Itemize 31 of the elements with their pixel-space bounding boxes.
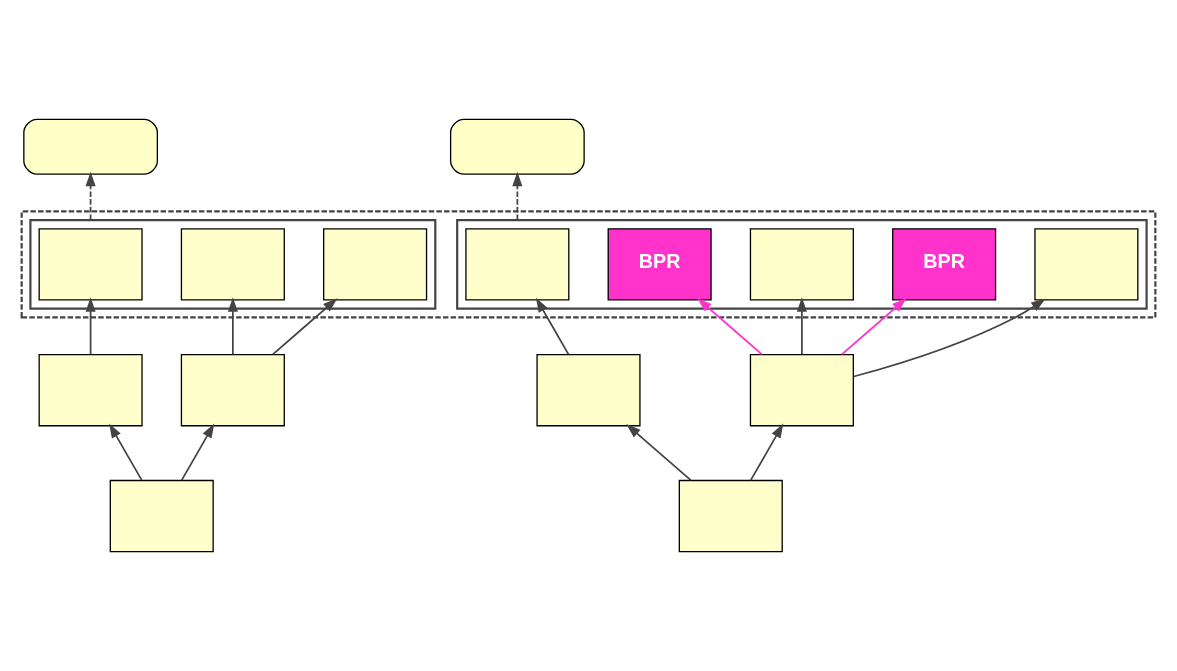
arrow	[796, 297, 807, 356]
arrow	[109, 423, 143, 482]
node-box	[180, 228, 285, 301]
node-box	[109, 479, 214, 553]
arrow	[697, 298, 763, 356]
arrow	[272, 298, 338, 356]
node-box	[323, 228, 428, 301]
node-box	[749, 354, 854, 427]
node-box	[465, 228, 570, 301]
node-box: BPR	[607, 228, 712, 301]
arrow	[749, 423, 784, 482]
arrow	[85, 171, 96, 221]
cluster	[20, 210, 1157, 319]
arrow	[512, 171, 523, 221]
arrow	[85, 297, 96, 356]
arrow	[841, 298, 907, 356]
node-box	[1034, 228, 1139, 301]
node-box	[536, 354, 641, 427]
arrow	[535, 297, 570, 356]
node-box	[180, 354, 285, 427]
node-box	[749, 228, 854, 301]
node-box	[38, 354, 143, 427]
node-box: BPR	[892, 228, 997, 301]
arrow	[626, 424, 692, 482]
node-capsule	[449, 118, 585, 175]
node-box	[38, 228, 143, 301]
arrow	[852, 298, 1046, 378]
node-capsule	[23, 118, 158, 175]
arrow	[180, 423, 215, 482]
arrow	[227, 297, 238, 356]
node-box	[678, 479, 783, 553]
